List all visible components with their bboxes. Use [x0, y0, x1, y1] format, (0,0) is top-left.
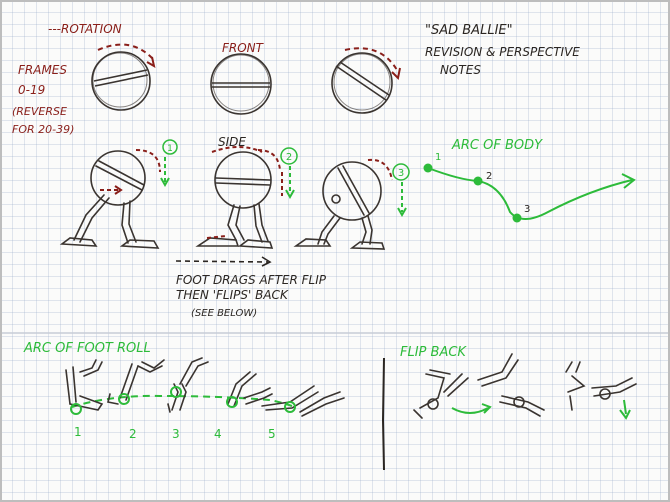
- frames-note-line: FRAMES: [18, 63, 67, 77]
- arrow-head-icon: [391, 67, 401, 81]
- foot-roll-arc: [71, 394, 293, 408]
- step-number-2: 2: [280, 147, 298, 200]
- rotation-ball-3: [331, 52, 393, 114]
- foot-drag-note: FOOT DRAGS AFTER FLIP THEN 'FLIPS' BACK …: [176, 273, 327, 319]
- step-number-1: 1: [160, 139, 178, 188]
- foot-roll-number: 2: [129, 427, 137, 441]
- body-point-label: 1: [435, 152, 441, 163]
- flip-back-label: FLIP BACK: [400, 345, 467, 360]
- title-note: "SAD BALLIE" REVISION & PERSPECTIVE NOTE…: [425, 23, 580, 77]
- foot-roll-figure-4: [226, 371, 273, 408]
- foot-roll-number: 5: [268, 427, 276, 441]
- foot-roll-figure-2: [107, 359, 165, 405]
- walk-arrow-3: [367, 158, 393, 181]
- foot-roll-number: 1: [74, 425, 82, 439]
- vertical-divider: [381, 357, 385, 471]
- arc-of-body: [423, 163, 636, 223]
- foot-roll-figure-5: [261, 385, 345, 417]
- front-label: FRONT: [222, 41, 265, 55]
- side-label: SIDE: [218, 135, 246, 149]
- foot-drag-arrow: [175, 260, 269, 263]
- foot-arrow-2: [206, 235, 227, 239]
- arc-of-body-label: ARC OF BODY: [451, 138, 543, 153]
- step-number-label: 2: [286, 152, 292, 163]
- foot-roll-figure-3: [167, 357, 209, 413]
- body-point-label: 3: [524, 204, 530, 215]
- rotation-label: ---ROTATION: [48, 22, 122, 36]
- flip-back-arrow-1: [451, 407, 489, 414]
- rotation-ball-1: [91, 51, 151, 111]
- title-line: "SAD BALLIE": [425, 23, 513, 38]
- arc-of-foot-roll-label: ARC OF FOOT ROLL: [23, 341, 151, 356]
- walk-figure-2: [195, 151, 274, 249]
- foot-roll-number: 3: [172, 427, 180, 441]
- foot-roll-figure-1: [65, 359, 104, 415]
- arrow-head-icon: [619, 409, 631, 420]
- frames-note-line: (REVERSE: [12, 105, 67, 118]
- flip-back-arrow-2: [623, 399, 627, 415]
- step-number-3: 3: [392, 163, 410, 218]
- flip-back-figure-1: [413, 369, 469, 419]
- walk-arrow-1: [135, 149, 161, 173]
- step-number-label: 1: [167, 144, 173, 154]
- rotation-arrow-3: [344, 47, 398, 71]
- foot-roll-number: 4: [214, 427, 222, 441]
- frames-note-line: 0-19: [18, 83, 45, 97]
- rotation-arrow-1: [97, 43, 153, 59]
- arrow-head-icon: [481, 403, 492, 414]
- flip-back-figure-2: [477, 353, 545, 417]
- foot-drag-line: (SEE BELOW): [191, 308, 257, 319]
- title-line: NOTES: [440, 63, 481, 77]
- arrow-head-icon: [261, 256, 272, 267]
- rotation-ball-2: [210, 53, 272, 115]
- body-point-label: 2: [486, 171, 492, 182]
- walk-figure-3: [293, 161, 386, 250]
- arrow-head-icon: [114, 185, 123, 195]
- walk-figure-1: [59, 150, 160, 249]
- foot-drag-line: FOOT DRAGS AFTER FLIP: [176, 273, 327, 287]
- title-line: REVISION & PERSPECTIVE: [425, 45, 580, 59]
- frames-note: FRAMES 0-19 (REVERSE FOR 20-39): [12, 63, 74, 136]
- step-number-label: 3: [398, 168, 404, 179]
- flip-back-figure-3: [565, 361, 637, 411]
- walk-arrow-2: [257, 149, 281, 171]
- arrow-head-icon: [146, 56, 156, 68]
- foot-drag-line: THEN 'FLIPS' BACK: [176, 288, 289, 302]
- frames-note-line: FOR 20-39): [12, 123, 74, 136]
